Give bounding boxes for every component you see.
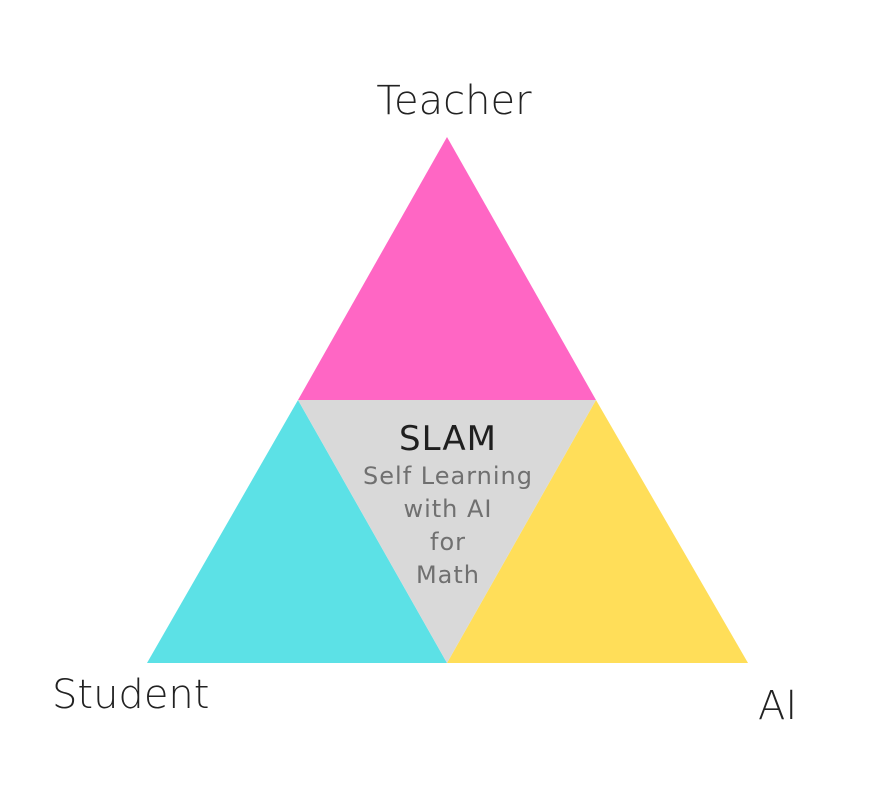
slam-subtitle-line-4: Math <box>416 561 480 589</box>
slam-subtitle-line-1: Self Learning <box>363 462 533 490</box>
ai-label: AI <box>758 683 797 729</box>
center-triangle <box>298 400 596 663</box>
slam-title: SLAM <box>399 419 497 459</box>
ai-triangle <box>447 400 748 663</box>
teacher-triangle <box>298 137 596 400</box>
student-triangle <box>147 400 447 663</box>
slam-subtitle-line-3: for <box>430 528 466 556</box>
student-label: Student <box>52 672 209 718</box>
slam-subtitle-line-2: with AI <box>403 495 492 523</box>
teacher-label: Teacher <box>376 78 532 124</box>
